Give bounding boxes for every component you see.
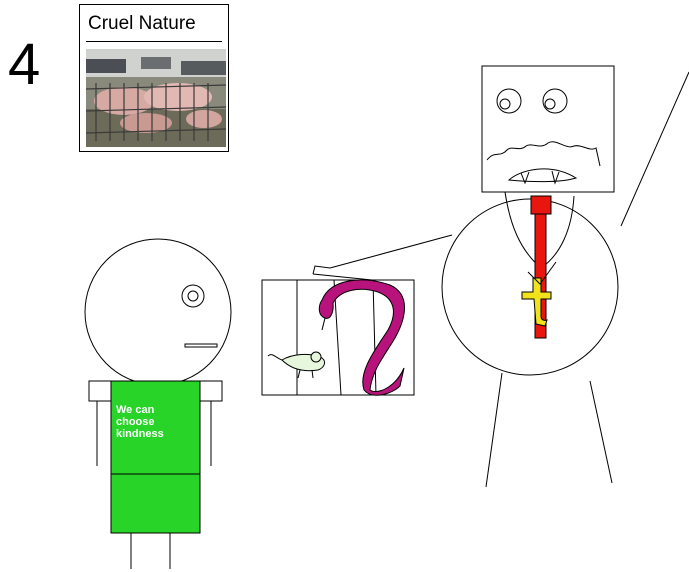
snake-tongue: [321, 317, 326, 331]
adult-body: [441, 198, 619, 376]
child-shirt-top: [110, 380, 201, 475]
adult-figure: [312, 65, 689, 488]
adult-brow-scribble: [486, 141, 601, 167]
adult-left-eye: [496, 88, 522, 114]
adult-tooth-left: [520, 171, 530, 185]
thumbnail-card: Cruel Nature: [79, 4, 229, 152]
shirt-slogan: We can choose kindness: [116, 404, 164, 440]
thumbnail-divider: [86, 41, 222, 42]
child-left-arm: [88, 380, 112, 402]
mouse-leg-1: [297, 369, 301, 379]
adult-arm-upper: [329, 234, 453, 269]
child-shirt-bottom: [110, 473, 201, 534]
mouse-tail: [267, 354, 283, 361]
child-right-arm: [199, 380, 223, 402]
snake: [318, 279, 405, 396]
adult-tie-knot: [530, 195, 552, 215]
child-eye-outer: [181, 284, 205, 308]
adult-arm-lower: [312, 273, 373, 281]
panel-number: 4: [8, 32, 41, 97]
mouse-leg-2: [311, 369, 314, 379]
cage-sign: [261, 279, 415, 396]
caged-pigs-photo: [86, 49, 226, 147]
adult-left-leg: [485, 372, 503, 488]
child-figure: [84, 238, 232, 569]
child-head: [84, 238, 232, 386]
thumbnail-title: Cruel Nature: [88, 13, 196, 34]
adult-hand: [312, 265, 331, 275]
cross-pendant: [521, 277, 552, 327]
adult-right-eye: [542, 88, 568, 114]
adult-right-leg: [589, 380, 613, 484]
adult-tooth-right: [551, 170, 560, 185]
adult-raised-arm: [620, 71, 689, 227]
necklace: [527, 261, 557, 285]
child-mouth: [184, 343, 218, 348]
cage-bar-3: [372, 279, 377, 396]
adult-left-pupil: [499, 98, 511, 110]
child-eye-inner: [187, 290, 199, 302]
mouse-ear: [310, 351, 322, 363]
adult-right-pupil: [544, 98, 556, 110]
